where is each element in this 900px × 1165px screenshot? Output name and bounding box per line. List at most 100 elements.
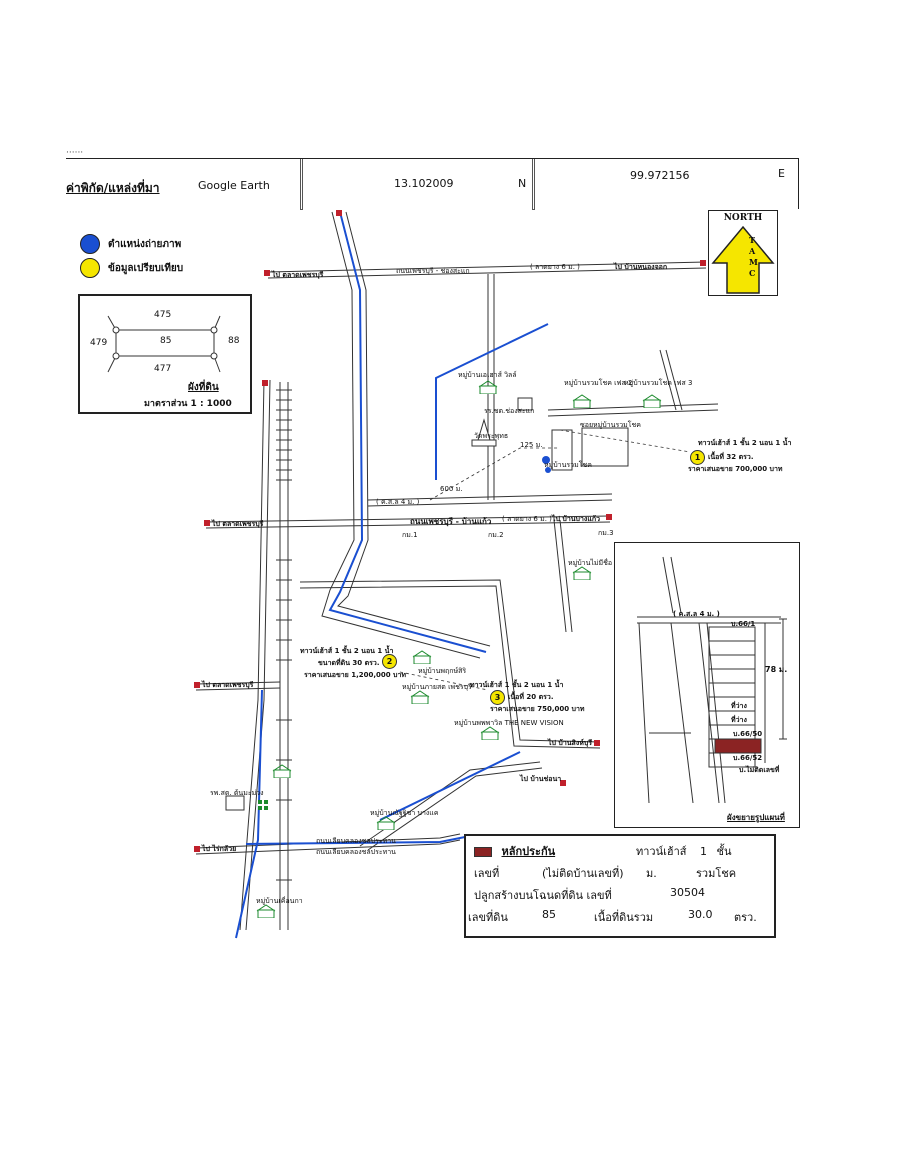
village-2: หมู่บ้านรวมโชค เฟส 2 — [564, 379, 633, 387]
village-1: หมู่บ้านเอเฮาส์ วิลล์ — [458, 371, 517, 379]
village-house-icon — [376, 816, 396, 830]
village-house-icon — [480, 726, 500, 740]
right-destination-1: ไป บ้านสิงห์บุรี — [548, 739, 593, 747]
village-name: รวมโชค — [696, 867, 737, 880]
main-right-destination: ไป บ้านบางแก้ว — [552, 515, 601, 523]
collateral-type: ทาวน์เฮ้าส์ — [636, 845, 687, 858]
camera-position-icon — [80, 234, 100, 254]
plot-layout — [637, 556, 787, 804]
collateral-floors: 1 — [700, 845, 707, 858]
latitude-value: 13.102009 — [394, 177, 454, 190]
map-legend: ตำแหน่งถ่ายภาพ ข้อมูลเปรียบเทียบ — [80, 232, 183, 280]
land-plan-title: ผังที่ดิน — [188, 382, 219, 393]
comp2-marker: 2 — [382, 654, 397, 669]
land-plan-inset: 475 479 85 88 477 ผังที่ดิน มาตราส่วน 1 … — [78, 294, 252, 414]
comp1-price: ราคาเสนอขาย 700,000 บาท — [688, 465, 783, 473]
village-house-icon — [272, 764, 292, 778]
top-left-destination: ไป ตลาดเพชรบุรี — [272, 271, 324, 279]
comp2-area: ขนาดที่ดิน 30 ตรว. — [318, 659, 380, 667]
top-road-name: ถนนเพชรบุรี - ช่องสะแก — [396, 267, 470, 275]
longitude-direction: E — [778, 167, 785, 180]
lot-east: 88 — [228, 336, 240, 346]
comp1-type: ทาวน์เฮ้าส์ 1 ชั้น 2 นอน 1 น้ำ — [698, 439, 792, 447]
moo-label: ม. — [646, 867, 657, 880]
area-label: เนื้อที่ดินรวม — [594, 911, 654, 924]
plot-unit-e: บ.ไม่ติดเลขที่ — [739, 766, 780, 774]
canal-road-1: ถนนเลียบคลองชลประทาน — [316, 837, 396, 845]
house-no-label: เลขที่ — [474, 867, 500, 880]
house-no-value: (ไม่ติดบ้านเลขที่) — [542, 867, 624, 880]
plot-empty-b: ที่ว่าง — [731, 716, 747, 724]
lot-north: 475 — [154, 310, 172, 320]
letter-m: M — [749, 257, 758, 267]
north-arrow-sign: NORTH T A M C — [708, 210, 778, 296]
top-right-destination: ไป บ้านหนองจอก — [614, 263, 668, 271]
lot-south: 477 — [154, 364, 172, 374]
letter-c: C — [749, 268, 756, 278]
longitude-value: 99.972156 — [630, 169, 690, 182]
hospital-label: รพ.สต. ต้นมะม่วง — [210, 789, 264, 797]
village-5: หมู่บ้านไม่มีชื่อ — [568, 559, 613, 567]
temple-label: วัดพระพุทธ — [474, 432, 509, 440]
village-house-icon — [642, 394, 662, 408]
plot-road-label: ( ค.ส.ล 4 ม. ) — [673, 610, 720, 618]
village-house-icon — [572, 566, 592, 580]
village-9: หมู่บ้านณัฐฐิชา บางแค — [370, 809, 439, 817]
village-house-icon — [410, 690, 430, 704]
lot-west: 479 — [90, 338, 108, 348]
school-label: รร.ชต.ช่องสะแก — [484, 407, 535, 415]
comp3-area: เนื้อที่ 20 ตรว. — [508, 693, 554, 701]
village-10: หมู่บ้านเคื่อนกา — [256, 897, 303, 905]
legend-photo-label: ตำแหน่งถ่ายภาพ — [108, 238, 182, 250]
collateral-swatch — [474, 847, 492, 857]
mid-left-destination: ไป ตลาดเพชรบุรี — [202, 681, 254, 689]
legend-photo: ตำแหน่งถ่ายภาพ — [80, 232, 183, 256]
road-4m-label: ( ค.ส.ล 4 ม. ) — [376, 498, 420, 506]
village-6: หมู่บ้านพฤกษ์สิริ — [418, 667, 467, 675]
village-4: หมู่บ้านรวมโชค — [544, 461, 592, 469]
km2-marker: กม.2 — [488, 531, 504, 539]
latitude-direction: N — [518, 177, 527, 190]
legend-comparison-label: ข้อมูลเปรียบเทียบ — [108, 262, 184, 274]
comp2-price: ราคาเสนอขาย 1,200,000 บาท — [304, 671, 407, 679]
main-left-destination: ไป ตลาดเพชรบุรี — [212, 520, 264, 528]
letter-a: A — [749, 246, 756, 256]
deed-number: 30504 — [670, 886, 705, 899]
land-plan-diagram — [107, 315, 221, 373]
coord-source-label: ค่าพิกัด/แหล่งที่มา — [66, 181, 160, 195]
comp3-type: ทาวน์เฮ้าส์ 1 ชั้น 2 นอน 1 น้ำ — [470, 681, 564, 689]
soi-label: ซอยหมู่บ้านรวมโชค — [580, 421, 641, 429]
area-unit: ตรว. — [734, 911, 757, 924]
village-house-icon — [256, 904, 276, 918]
comp3-marker: 3 — [490, 690, 505, 705]
north-arrow-icon — [711, 225, 775, 294]
comp1-area: เนื้อที่ 32 ตรว. — [708, 453, 754, 461]
parcel-label: เลขที่ดิน — [468, 911, 508, 924]
comparison-marker-icon — [80, 258, 100, 278]
letter-t: T — [749, 235, 755, 245]
km1-marker: กม.1 — [402, 531, 418, 539]
parcel-number: 85 — [542, 908, 556, 921]
enlarged-plot-diagram: ( ค.ส.ล 4 ม. ) บ.66/1 ที่ว่าง ที่ว่าง บ.… — [614, 542, 800, 828]
village-house-icon — [412, 650, 432, 664]
plot-empty-a: ที่ว่าง — [731, 702, 747, 710]
collateral-title: หลักประกัน — [501, 845, 556, 858]
legend-comparison: ข้อมูลเปรียบเทียบ — [80, 256, 183, 280]
coordinate-header: ค่าพิกัด/แหล่งที่มา Google Earth 13.1020… — [66, 158, 799, 210]
divider — [532, 159, 535, 210]
plot-unit-top: บ.66/1 — [731, 620, 756, 628]
header-fragment: ······ — [66, 148, 84, 158]
village-house-icon — [478, 380, 498, 394]
village-8: หมู่บ้านพพพาวิล THE NEW VISION — [454, 719, 564, 727]
plot-caption: ผังขยายรูปแผนที่ — [727, 813, 785, 822]
deed-label: ปลูกสร้างบนโฉนดที่ดิน เลขที่ — [474, 889, 612, 902]
canal-road-2: ถนนเลียบคลองชลประทาน — [316, 848, 396, 856]
village-3: หมู่บ้านรวมโชค เฟส 3 — [624, 379, 693, 387]
main-road-width: ( ลาดยาง 6 ม. ) — [502, 515, 552, 523]
plot-dimension: 78 ม. — [765, 665, 788, 674]
distance-125: 125 ม. — [520, 441, 543, 449]
plot-unit-d: บ.66/52 — [733, 754, 763, 762]
km3-marker: กม.3 — [598, 529, 614, 537]
lot-center: 85 — [160, 336, 172, 346]
